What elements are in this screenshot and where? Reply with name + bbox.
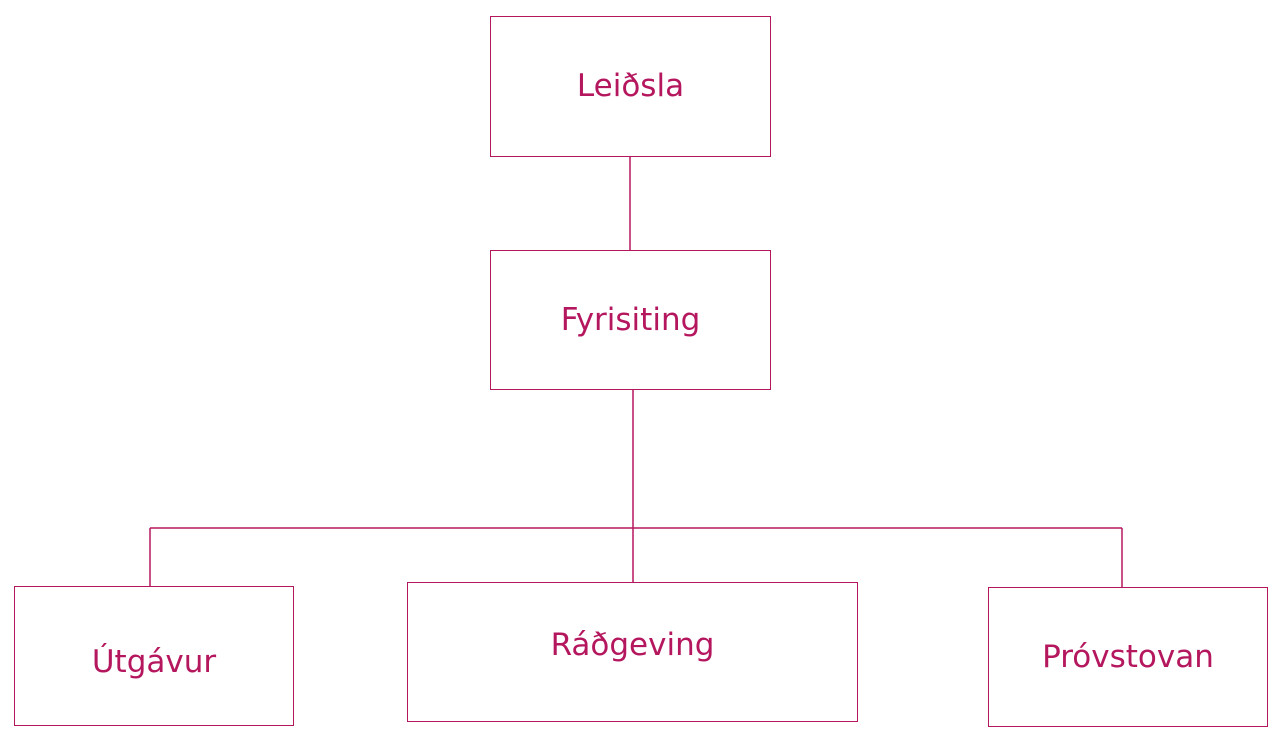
node-administration: Fyrisiting: [490, 250, 771, 390]
node-exam-office-label: Próvstovan: [1042, 638, 1214, 675]
node-publications-label: Útgávur: [91, 643, 217, 680]
node-administration-label: Fyrisiting: [560, 301, 701, 338]
node-leadership-label: Leiðsla: [576, 68, 685, 104]
node-counseling-label: Ráðgeving: [550, 626, 715, 663]
node-leadership: Leiðsla: [490, 16, 771, 157]
node-publications: Útgávur: [14, 586, 294, 726]
node-exam-office: Próvstovan: [988, 587, 1268, 727]
node-counseling: Ráðgeving: [407, 582, 858, 722]
